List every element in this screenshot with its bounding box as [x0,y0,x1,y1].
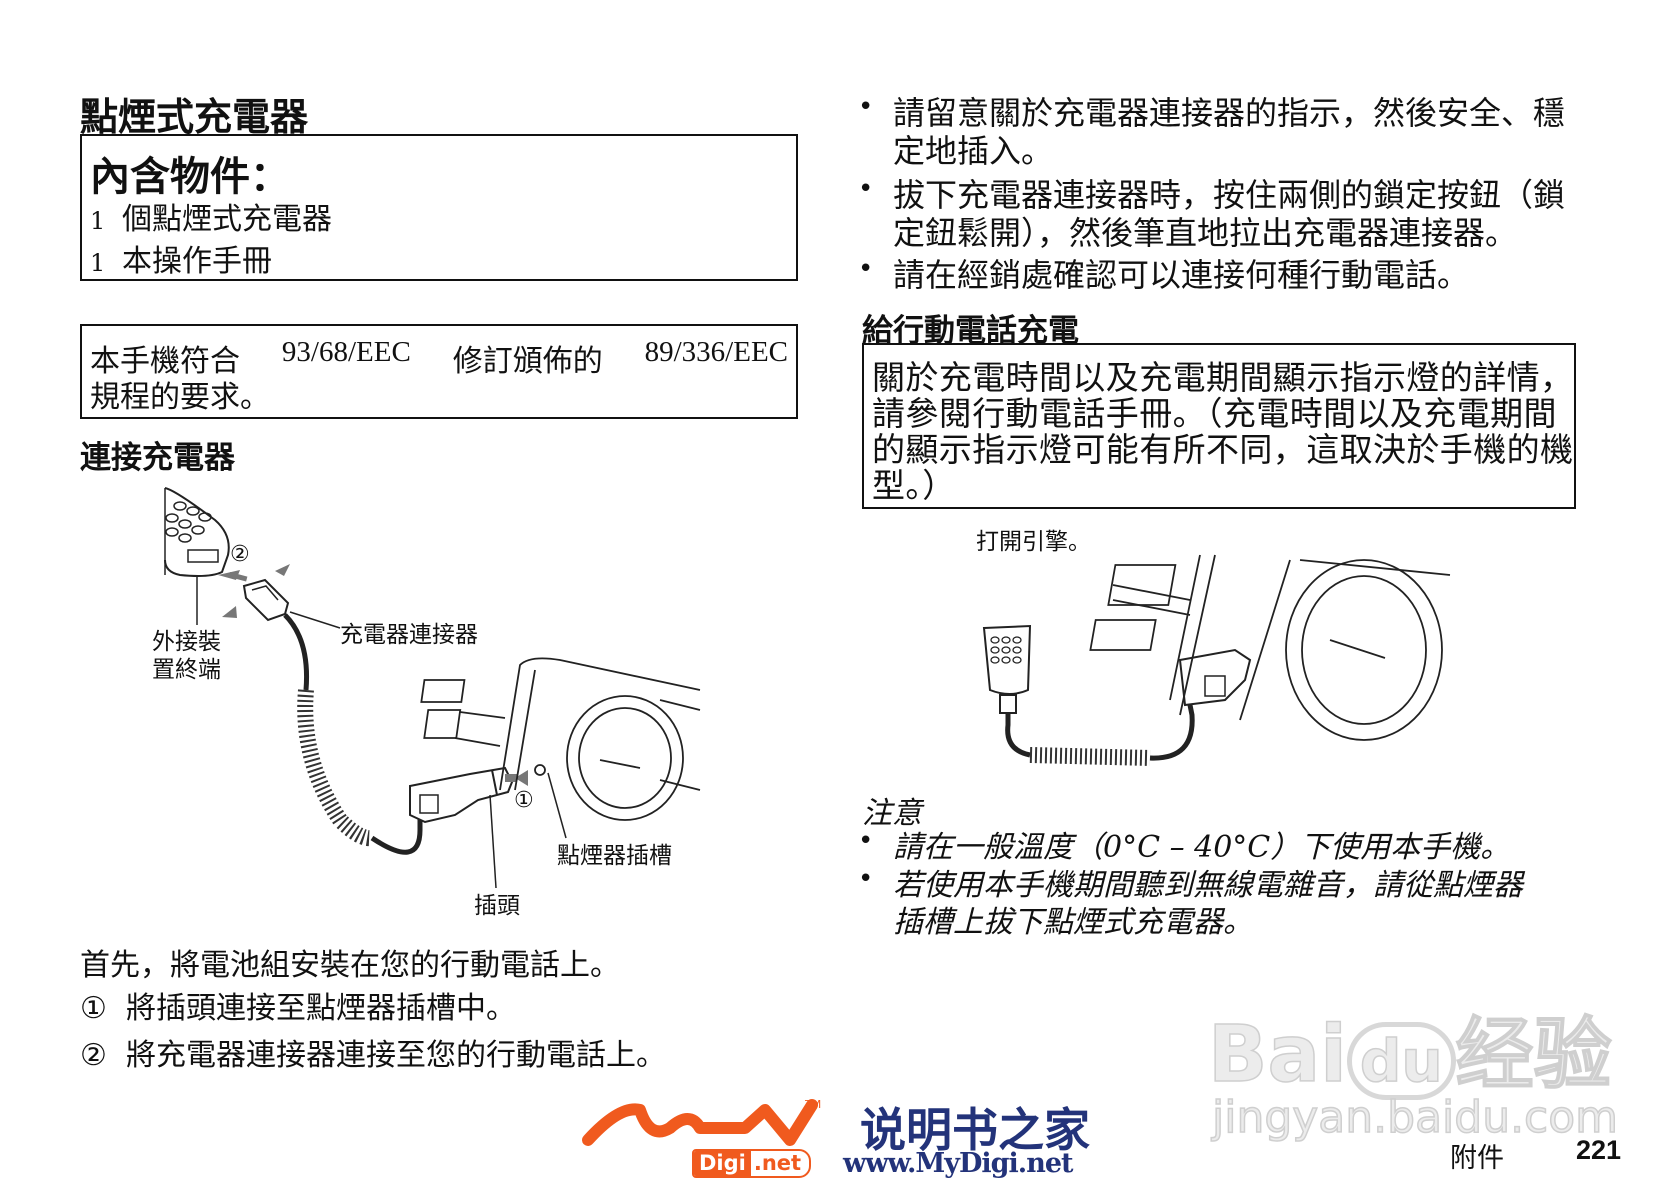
label-device-terminal: 外接裝 [152,629,221,655]
trademark: TM [805,1098,822,1111]
coiled-cord-left [297,689,374,847]
contents-item: 1 本操作手冊 [90,236,272,280]
item-qty: 1 [90,207,106,235]
contents-item: 1 個點煙式充電器 [90,194,332,238]
item-label: 個點煙式充電器 [122,202,332,237]
compliance-box: 本手機符合 93/68/EEC 修訂頒佈的 89/336/EEC 規程的要求。 [80,324,798,419]
bullet-text: 拔下充電器連接器時，按住兩側的鎖定按鈕（鎖 [893,176,1566,214]
compliance-line-2: 規程的要求。 [90,372,788,416]
dashboard-right [1089,554,1451,741]
page-title: 點煙式充電器 [80,95,309,139]
item-label: 本操作手冊 [122,244,272,279]
watermark-bai: Bai [1207,1009,1347,1101]
contents-box: 內含物件： 1 個點煙式充電器 1 本操作手冊 [80,134,798,281]
site-url: www.MyDigi.net [843,1148,1073,1179]
paw-icon: du [1346,1022,1456,1100]
directive-number: 93/68/EEC [281,336,411,368]
bullet-text: 定地插入。 [893,132,1054,170]
digi-text: Digi [694,1151,751,1176]
label-charger-connector: 充電器連接器 [340,622,478,648]
intro-text: 首先，將電池組安裝在您的行動電話上。 [80,948,620,983]
info-line: 關於充電時間以及充電期間顯示指示燈的詳情， [872,358,1574,397]
step-item: ① 將插頭連接至點煙器插槽中。 [80,983,516,1027]
compliance-line-1: 本手機符合 93/68/EEC 修訂頒佈的 89/336/EEC [90,336,788,380]
compliance-text: 修訂頒佈的 [452,344,603,379]
cord-right-right [1149,704,1195,761]
note-text: 插槽上拔下點煙式充電器。 [893,905,1253,940]
info-line: 型。） [872,466,956,505]
charging-info-box: 關於充電時間以及充電期間顯示指示燈的詳情， 請參閱行動電話手冊。（充電時間以及充… [862,343,1576,509]
connect-heading: 連接充電器 [80,440,235,476]
cord-lower [370,815,423,855]
coiled-cord-right [1029,747,1151,766]
step2-marker: ② [230,542,250,567]
bullet-dot: • [858,92,874,122]
label-lighter-socket: 點煙器插槽 [557,843,672,869]
site-name: 说明书之家 [860,1103,1090,1157]
info-line: 請參閱行動電話手冊。（充電時間以及充電期間 [872,394,1557,433]
my-logo-swoosh [582,1099,818,1146]
step-marker: ① [80,991,107,1026]
page-number: 221 [1576,1135,1622,1165]
bullet-dot: • [858,174,874,204]
watermark-product: 经验 [1455,1009,1613,1101]
bullet-dot: • [858,864,874,894]
info-line: 的顯示指示燈可能有所不同，這取決於手機的機 [872,430,1574,469]
footer-section: 附件 [1450,1143,1504,1174]
cord-right-left [1005,713,1031,758]
bullet-text: 請在經銷處確認可以連接何種行動電話。 [893,256,1470,294]
car-plug-right [1178,648,1252,707]
step-text: 將插頭連接至點煙器插槽中。 [126,991,516,1026]
note-text: 請在一般溫度（0°C – 40°C）下使用本手機。 [893,830,1511,865]
compliance-text: 規程的要求。 [90,380,270,415]
right-figure-phone [982,624,1032,714]
compliance-text: 本手機符合 [90,344,240,379]
socket-leader-line [547,772,567,839]
bullet-dot: • [858,826,874,856]
note-heading: 注意 [862,796,922,831]
contents-heading: 內含物件： [90,154,290,200]
watermark-url: jingyan.baidu.com [1211,1091,1619,1144]
net-text: .net [753,1151,802,1175]
digi-net-badge: Digi .net [692,1149,812,1178]
bullet-text: 請留意關於充電器連接器的指示，然後安全、穩 [893,94,1566,132]
label-device-terminal: 置終端 [152,657,221,683]
label-plug: 插頭 [474,893,520,919]
left-figure-phone [164,487,230,577]
step-text: 將充電器連接器連接至您的行動電話上。 [126,1038,666,1073]
item-qty: 1 [90,249,106,277]
figure-caption: 打開引擎。 [976,529,1091,555]
step-item: ② 將充電器連接器連接至您的行動電話上。 [80,1030,666,1074]
car-plug-left [409,766,528,824]
cord-upper [283,613,310,691]
step-marker: ② [80,1038,107,1073]
dashboard-left [420,657,701,821]
bullet-dot: • [858,254,874,284]
note-text: 若使用本手機期間聽到無線電雜音，請從點煙器 [893,868,1523,903]
directive-number: 89/336/EEC [644,336,788,368]
plug-leader-line [489,794,497,889]
bullet-text: 定鈕鬆開），然後筆直地拉出充電器連接器。 [893,214,1518,252]
charger-connector-shape [242,578,290,622]
step1-marker: ① [514,788,534,813]
connector-leader-line [289,611,341,629]
insert-arrows [218,564,290,618]
